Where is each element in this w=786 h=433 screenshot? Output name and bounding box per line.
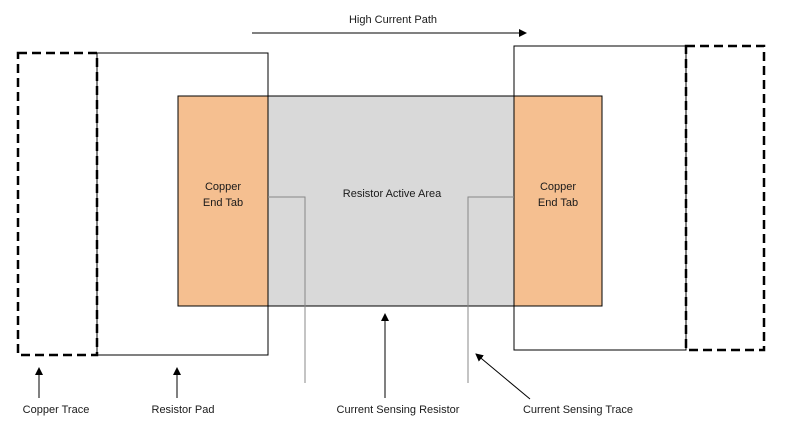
resistor-active-area-label: Resistor Active Area [343, 188, 442, 200]
copper-trace-label: Copper Trace [23, 404, 90, 416]
current-sensing-trace-left [268, 196, 306, 383]
copper-end-tab-left-label-line2: End Tab [203, 197, 243, 209]
high-current-path-label: High Current Path [349, 14, 437, 26]
copper-end-tab-right [513, 95, 603, 307]
copper-trace-left [16, 51, 99, 357]
current-sensing-trace-label: Current Sensing Trace [523, 404, 633, 416]
copper-end-tab-left [177, 95, 269, 307]
copper-end-tab-right-label-line1: Copper [540, 181, 576, 193]
current-sensing-resistor-label: Current Sensing Resistor [337, 404, 460, 416]
current-sensing-trace-callout-arrow [475, 353, 531, 400]
copper-end-tab-right-label-line2: End Tab [538, 197, 578, 209]
copper-trace-right [684, 44, 766, 352]
copper-end-tab-left-label-line1: Copper [205, 181, 241, 193]
current-sensing-trace-right [467, 196, 514, 383]
resistor-pad-label: Resistor Pad [152, 404, 215, 416]
resistor-active-area [267, 95, 515, 307]
